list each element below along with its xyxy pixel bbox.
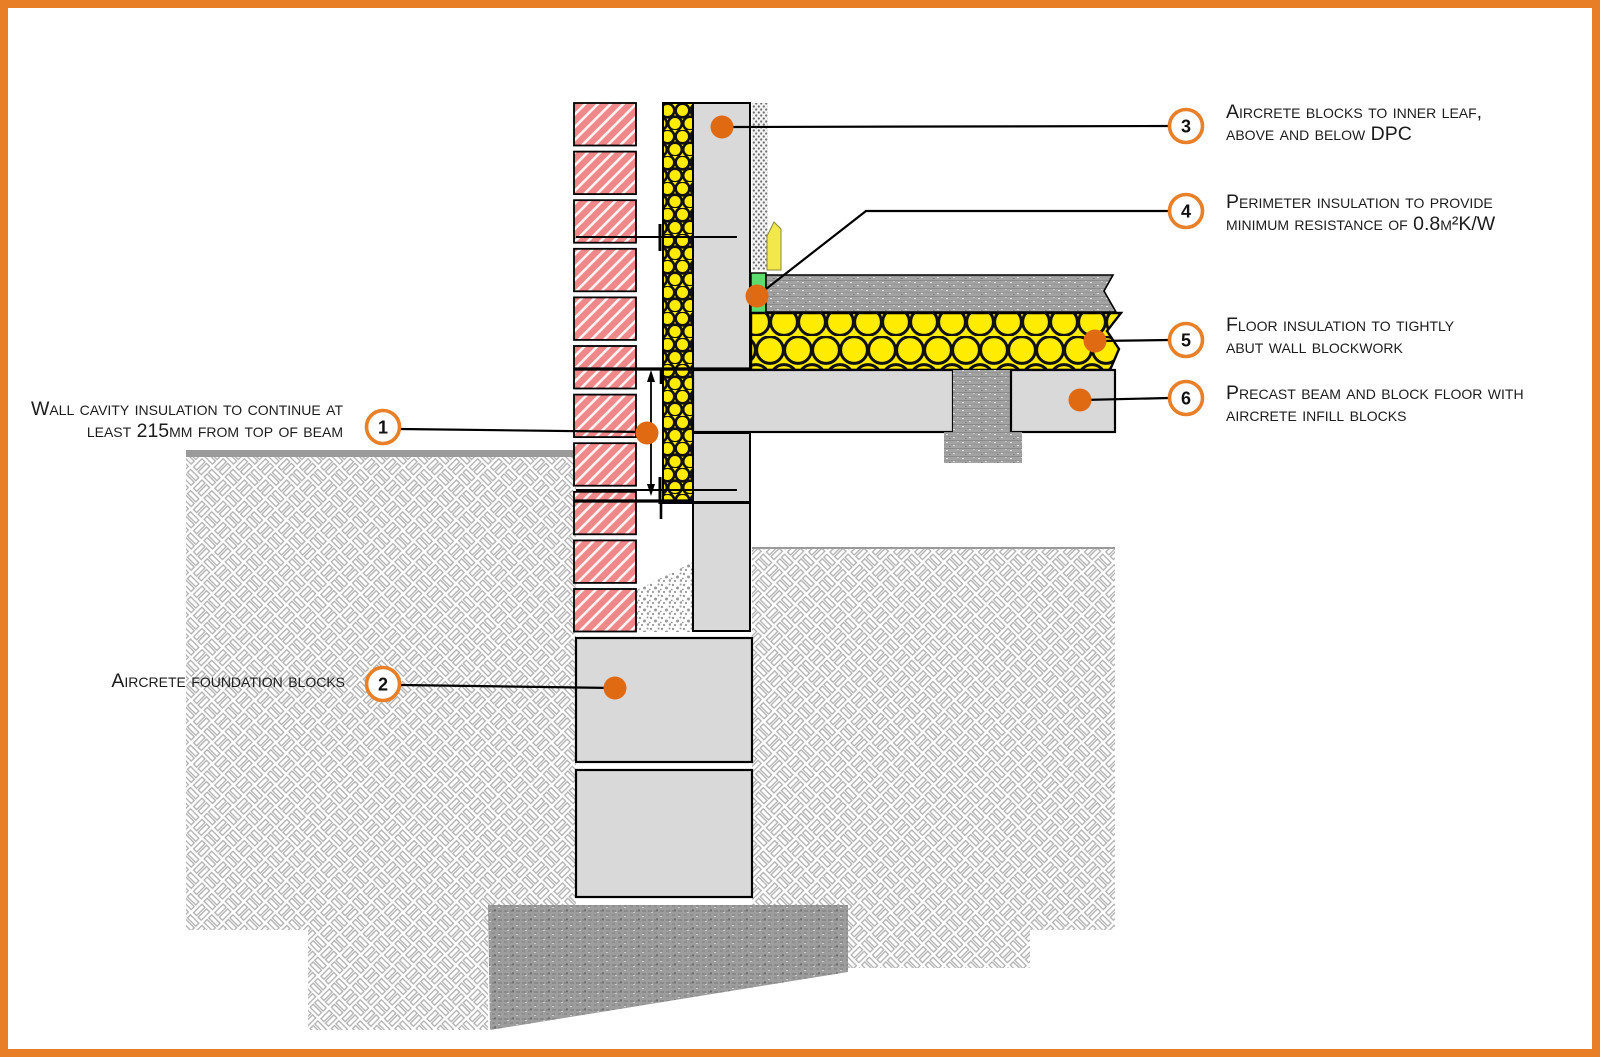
wall-cavity-insulation bbox=[662, 102, 694, 504]
floor-insulation bbox=[749, 311, 1124, 372]
skirting-board bbox=[766, 221, 782, 271]
infill-block-left bbox=[691, 368, 955, 434]
marker-dot-6 bbox=[1068, 388, 1092, 412]
callout-number-3: 3 bbox=[1181, 117, 1191, 137]
callout-number-2: 2 bbox=[378, 675, 388, 695]
ground-hatch-left-lower bbox=[308, 930, 488, 1030]
callout-circle-2 bbox=[364, 665, 402, 703]
marker-dot-1 bbox=[635, 421, 659, 445]
concrete-strip-footing bbox=[488, 905, 848, 1030]
foundation-block-upper bbox=[574, 636, 754, 764]
label-5-line-1: Floor insulation to tightly bbox=[1226, 314, 1455, 336]
leader-1 bbox=[399, 427, 646, 434]
label-4-line-1: Perimeter insulation to provide bbox=[1226, 191, 1493, 213]
label-6-line-1: Precast beam and block floor with bbox=[1226, 382, 1524, 404]
callout-circle-5 bbox=[1167, 321, 1205, 359]
marker-dot-5 bbox=[1083, 329, 1107, 353]
label-wall-cavity-insulation: Wall cavity insulation to continue at le… bbox=[10, 398, 343, 442]
callout-circle-1 bbox=[364, 408, 402, 446]
leader-lines bbox=[399, 124, 1170, 690]
cavity-fill-concrete bbox=[637, 562, 693, 632]
label-1-line-2: least 215mm from top of beam bbox=[86, 420, 343, 442]
callout-number-5: 5 bbox=[1181, 331, 1191, 351]
plaster-finish-strip bbox=[752, 103, 768, 270]
callout-number-6: 6 bbox=[1181, 389, 1191, 409]
label-precast-beam-block-floor: Precast beam and block floor with aircre… bbox=[1226, 382, 1524, 426]
marker-dot-2 bbox=[603, 676, 627, 700]
leader-3 bbox=[732, 124, 1170, 129]
ground-hatch-right-lower bbox=[848, 930, 1030, 968]
inner-leaf-block-below-dpc bbox=[692, 502, 751, 632]
ground-hatch-right bbox=[752, 548, 1115, 930]
leader-5 bbox=[1094, 338, 1170, 343]
callout-circle-6 bbox=[1167, 379, 1205, 417]
marker-dot-4 bbox=[745, 284, 769, 308]
precast-beam-web bbox=[953, 370, 1011, 432]
marker-dot-3 bbox=[710, 115, 734, 139]
leader-2 bbox=[400, 683, 614, 690]
label-6-line-2: aircrete infill blocks bbox=[1226, 404, 1407, 426]
label-2-line-1: Aircrete foundation blocks bbox=[111, 670, 345, 692]
label-5-line-2: abut wall blockwork bbox=[1226, 336, 1403, 358]
floor-screed bbox=[765, 274, 1118, 313]
callout-circle-3 bbox=[1167, 107, 1205, 145]
label-3-line-1: Aircrete blocks to inner leaf, bbox=[1226, 101, 1483, 123]
precast-beam-flange bbox=[944, 432, 1022, 463]
label-3-line-2: above and below DPC bbox=[1226, 123, 1412, 145]
callout-circles: 1 2 3 4 5 6 bbox=[364, 107, 1205, 703]
label-floor-insulation: Floor insulation to tightly abut wall bl… bbox=[1226, 314, 1454, 358]
inner-leaf-block-mid bbox=[692, 432, 751, 503]
callout-circle-4 bbox=[1167, 192, 1205, 230]
label-aircrete-foundation-blocks: Aircrete foundation blocks bbox=[10, 670, 345, 692]
foundation-block-lower bbox=[574, 768, 754, 899]
callout-number-1: 1 bbox=[378, 418, 388, 438]
infill-block-right bbox=[1009, 368, 1117, 434]
label-1-line-1: Wall cavity insulation to continue at bbox=[30, 398, 343, 420]
label-perimeter-insulation: Perimeter insulation to provide minimum … bbox=[1226, 191, 1495, 235]
label-aircrete-blocks-inner-leaf: Aircrete blocks to inner leaf, above and… bbox=[1226, 101, 1482, 145]
marker-dots bbox=[603, 115, 1107, 700]
callout-number-4: 4 bbox=[1181, 202, 1191, 222]
external-ground-level-line bbox=[186, 450, 576, 457]
brick-outer-leaf bbox=[573, 102, 637, 633]
leader-4 bbox=[756, 209, 1169, 297]
label-4-line-2: minimum resistance of 0.8m²K/W bbox=[1226, 213, 1496, 235]
leader-6 bbox=[1081, 396, 1170, 402]
